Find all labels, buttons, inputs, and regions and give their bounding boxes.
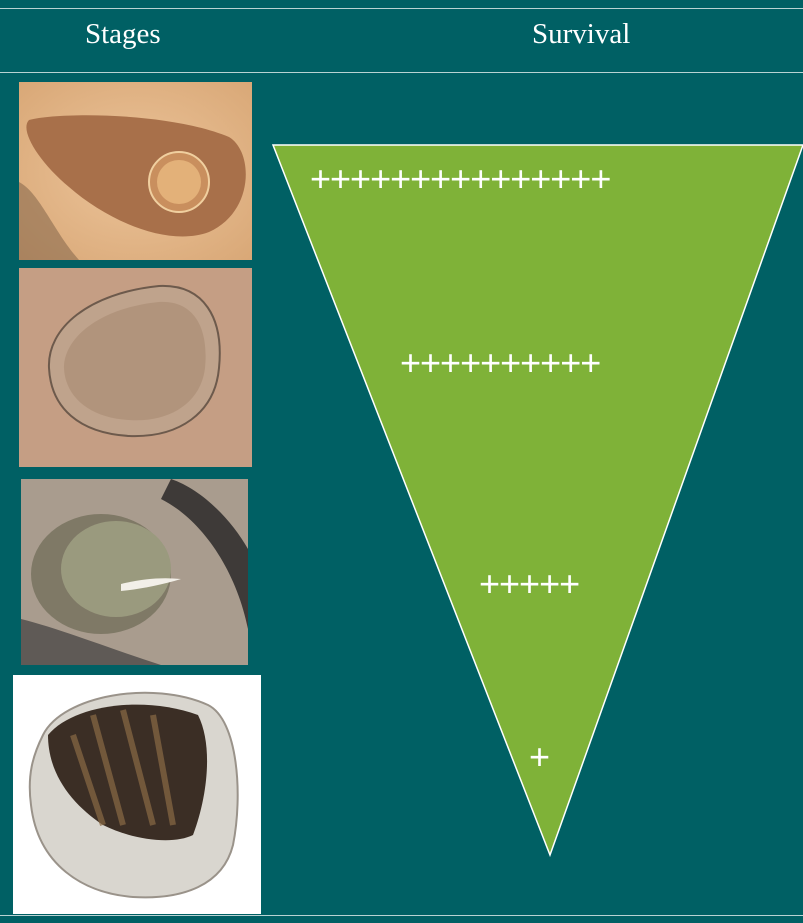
survival-row-4: + (529, 736, 549, 778)
survival-row-2: ++++++++++ (400, 342, 600, 384)
survival-row-3: +++++ (479, 563, 579, 605)
survival-row-1: +++++++++++++++ (310, 158, 610, 200)
